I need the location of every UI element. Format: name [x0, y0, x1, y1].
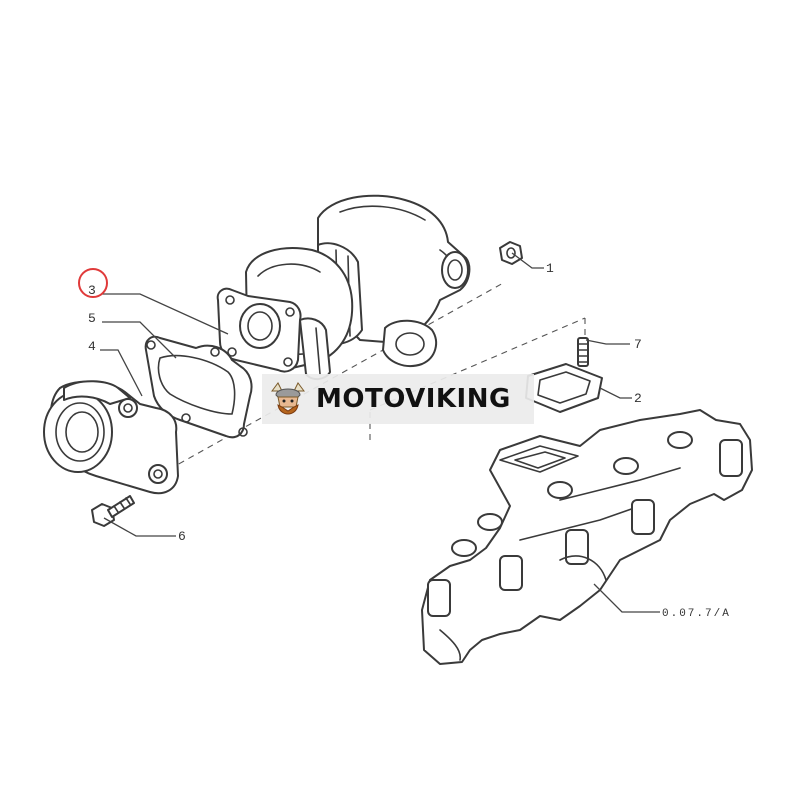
viking-head-icon	[271, 382, 305, 415]
exhaust-manifold	[421, 409, 753, 665]
callout-4: 4	[88, 339, 96, 354]
callout-7: 7	[634, 337, 642, 352]
flange-gasket	[525, 363, 603, 413]
turbocharger	[216, 194, 471, 380]
highlight-circle	[78, 268, 108, 298]
callout-6: 6	[178, 529, 186, 544]
callout-ref-manifold: 0.07.7/A	[662, 608, 731, 620]
brand-name: MOTOVIKING	[316, 384, 511, 414]
bolt	[91, 495, 135, 527]
gasket	[144, 335, 253, 439]
callout-5: 5	[88, 311, 96, 326]
leader-lines	[100, 252, 660, 613]
callout-1: 1	[546, 261, 554, 276]
stud	[577, 337, 589, 367]
callout-3: 3	[88, 283, 96, 298]
callouts: 1 2 3 4 5 6 7 0.07.7/A	[88, 261, 731, 620]
elbow-adapter	[43, 380, 179, 495]
nut	[499, 241, 523, 265]
brand-watermark: MOTOVIKING	[262, 374, 534, 424]
callout-2: 2	[634, 391, 642, 406]
